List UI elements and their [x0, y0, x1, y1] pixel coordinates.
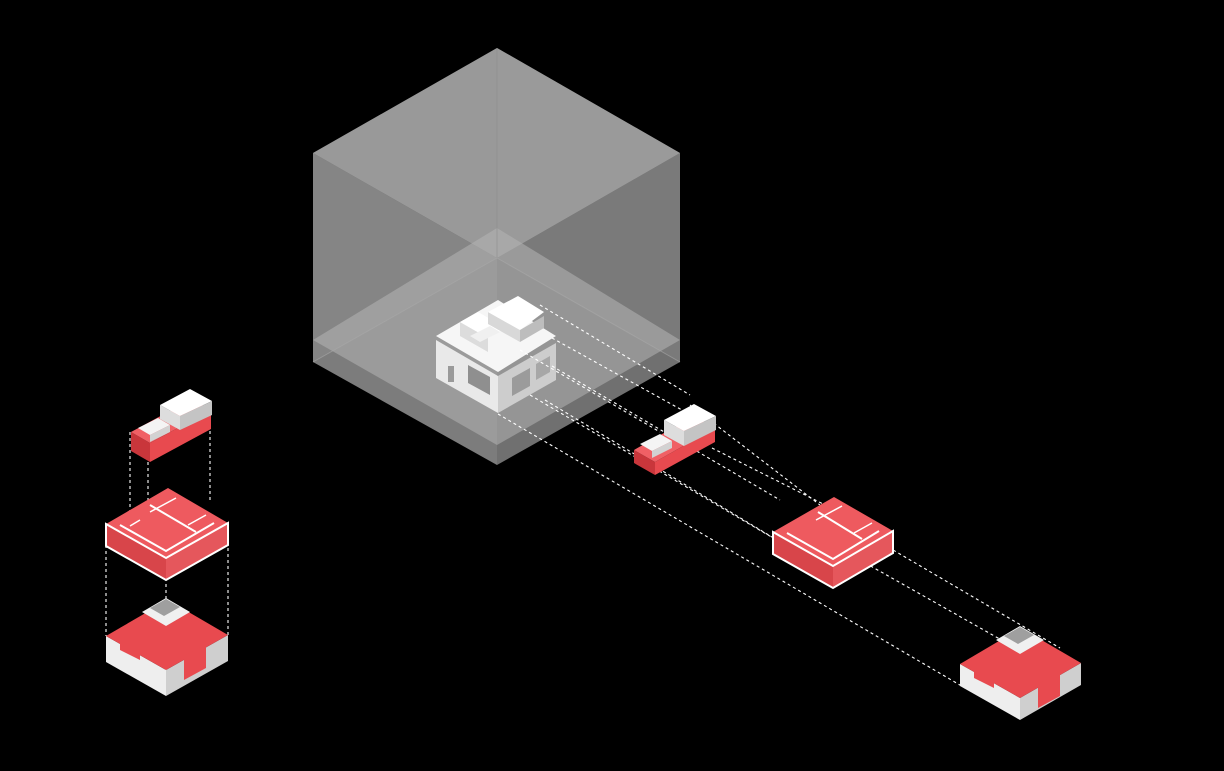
stair-top	[470, 326, 500, 342]
upper-floor-module-right	[634, 404, 716, 475]
white-step	[640, 434, 672, 451]
plan-frame-edge	[772, 529, 894, 590]
upper-block-top	[488, 296, 544, 330]
plan-frame-edge	[105, 521, 229, 582]
plan-wall-line	[786, 530, 880, 561]
plan-wall-line	[187, 514, 207, 526]
glass-volume-cube	[312, 48, 681, 465]
plan-wall-line	[129, 519, 141, 527]
upper-block-side	[488, 312, 520, 342]
ground-grey-room	[150, 599, 180, 616]
plan-wall-line	[815, 505, 843, 521]
red-plan-side	[166, 523, 228, 580]
white-block-top	[664, 404, 716, 431]
red-slab-side	[634, 450, 655, 475]
projection-line	[551, 337, 701, 421]
ground-red-band	[184, 644, 206, 680]
middle-floor-module-right	[772, 497, 894, 590]
plan-wall-line	[119, 522, 215, 553]
plan-wall-line	[149, 497, 177, 513]
central-house-model	[436, 296, 556, 413]
red-plan-side	[833, 531, 893, 588]
red-slab-side	[655, 428, 715, 475]
projection-line	[497, 413, 966, 689]
red-slab-side	[150, 410, 211, 462]
upper-block-side	[520, 316, 544, 342]
white-block-side	[684, 416, 716, 446]
white-base-side	[106, 636, 166, 696]
ground-red-band	[974, 645, 994, 688]
house-door	[448, 366, 454, 382]
red-plan-side	[773, 532, 833, 588]
ground-red-band	[120, 617, 140, 660]
projection-line	[711, 447, 836, 511]
projection-line	[529, 394, 786, 546]
ground-floor-module-right	[960, 626, 1081, 720]
white-block-side	[160, 405, 180, 430]
red-plan-side	[106, 524, 166, 580]
house-window	[468, 365, 490, 395]
plan-wall-line	[149, 504, 197, 533]
plan-wall-line	[853, 522, 873, 534]
projection-line	[539, 304, 691, 396]
white-block-side	[180, 401, 212, 430]
ground-grey-room	[1004, 627, 1034, 644]
house-left-wall	[436, 340, 498, 413]
white-block-top	[160, 389, 212, 416]
middle-floor-module-left	[105, 488, 229, 582]
ground-floor-module-left	[106, 598, 228, 696]
projection-line	[859, 559, 1006, 643]
right-exploded-stack	[634, 404, 1081, 720]
house-window	[512, 368, 530, 396]
white-block-side	[664, 420, 684, 446]
ground-red-band	[1038, 672, 1060, 708]
left-exploded-stack	[105, 389, 229, 696]
red-slab-side	[131, 432, 150, 462]
white-step	[150, 425, 170, 442]
white-step	[138, 418, 170, 435]
upper-floor-module-left	[131, 389, 212, 462]
plan-wall-line	[817, 511, 863, 540]
house-window	[536, 356, 550, 380]
white-step	[652, 441, 672, 458]
